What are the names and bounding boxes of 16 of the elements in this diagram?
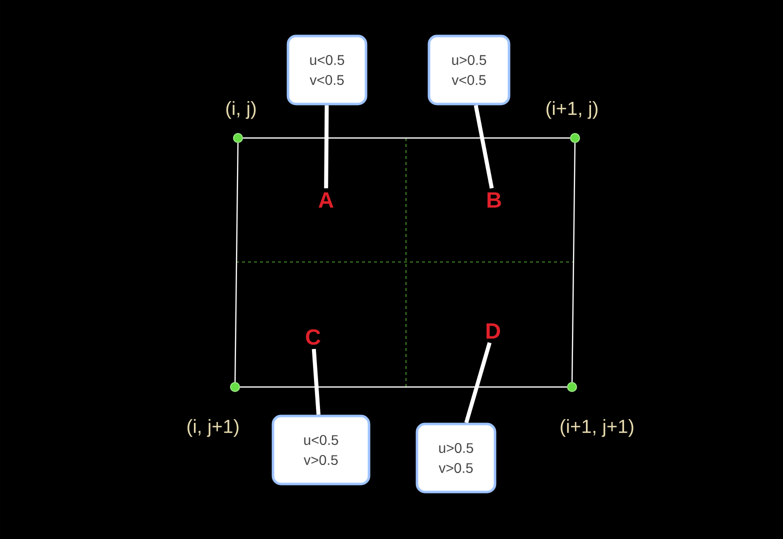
region-letter: C	[306, 329, 320, 345]
speech-bubble: u>0.5 v<0.5	[428, 34, 510, 106]
grid-edge	[571, 143, 576, 382]
grid-edge	[240, 386, 567, 388]
speech-bubble: u<0.5 v<0.5	[286, 34, 368, 106]
point-label: (i, j+1)	[188, 419, 238, 437]
grid-edge	[243, 137, 570, 139]
region-letter: B	[488, 192, 501, 208]
point-label: (i+1, j+1)	[560, 419, 634, 437]
grid-edge	[234, 143, 239, 382]
region-letter: A	[318, 192, 334, 208]
speech-bubble: u>0.5 v>0.5	[416, 422, 496, 494]
point-label: (i, j)	[226, 101, 256, 119]
region-letter: D	[486, 323, 500, 339]
point-label: (i+1, j)	[546, 101, 598, 119]
speech-bubble: u<0.5 v>0.5	[272, 414, 370, 486]
